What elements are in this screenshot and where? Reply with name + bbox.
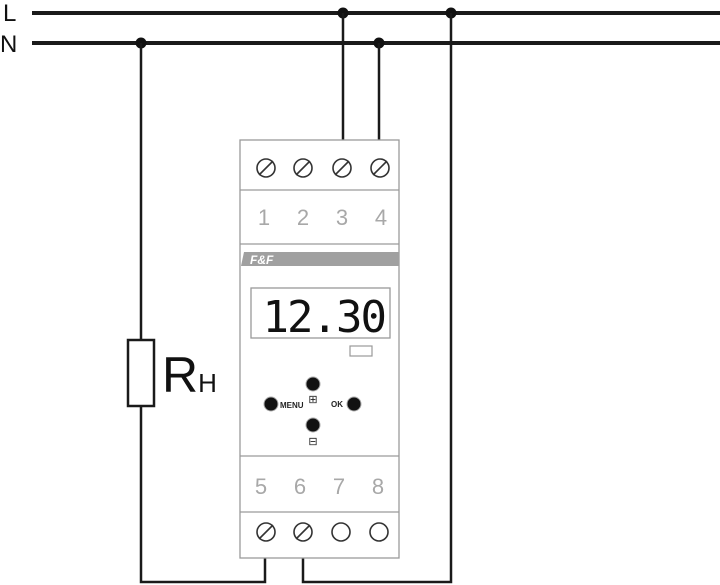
- terminal-number-1: 1: [258, 205, 270, 230]
- terminal-number-7: 7: [333, 474, 345, 499]
- plus-icon: ⊞: [308, 394, 317, 406]
- menu-button[interactable]: [263, 396, 279, 412]
- screw-terminal-5[interactable]: [256, 522, 276, 542]
- top-screw-terminals: [256, 158, 390, 178]
- minus-button[interactable]: [305, 417, 321, 433]
- terminal-number-3: 3: [336, 205, 348, 230]
- terminal-number-8: 8: [372, 474, 384, 499]
- screw-terminal-8[interactable]: [369, 522, 389, 542]
- display-time: 12.30: [263, 292, 385, 343]
- resistor-label: RH: [162, 347, 217, 403]
- screw-terminal-4[interactable]: [370, 158, 390, 178]
- minus-icon: ⊟: [308, 436, 317, 448]
- screw-terminal-3[interactable]: [332, 158, 352, 178]
- menu-label: MENU: [280, 401, 304, 410]
- indicator-window: [349, 345, 373, 357]
- ok-label: OK: [331, 400, 343, 409]
- terminal-number-6: 6: [294, 474, 306, 499]
- screw-terminal-1[interactable]: [256, 158, 276, 178]
- ok-button[interactable]: [346, 396, 362, 412]
- wire-resistor-terminal-5: [139, 406, 267, 584]
- brand-logo: F&F: [250, 253, 274, 267]
- brand-bar: [241, 252, 399, 266]
- screw-terminal-2[interactable]: [293, 158, 313, 178]
- heater-resistor: [126, 338, 156, 408]
- screw-terminal-7[interactable]: [331, 522, 351, 542]
- terminal-number-5: 5: [255, 474, 267, 499]
- neutral-label: N: [0, 31, 17, 58]
- screw-terminal-6[interactable]: [293, 522, 313, 542]
- timer-device: 1 2 3 4 F&F 12.30 ⊞ MENU OK ⊟ 5 6 7 8: [239, 139, 400, 559]
- live-label: L: [3, 0, 16, 27]
- terminal-number-4: 4: [375, 205, 387, 230]
- wire-l-terminal-6: [301, 13, 453, 584]
- lcd-display: [250, 287, 391, 339]
- terminal-number-2: 2: [297, 205, 309, 230]
- plus-button[interactable]: [305, 376, 321, 392]
